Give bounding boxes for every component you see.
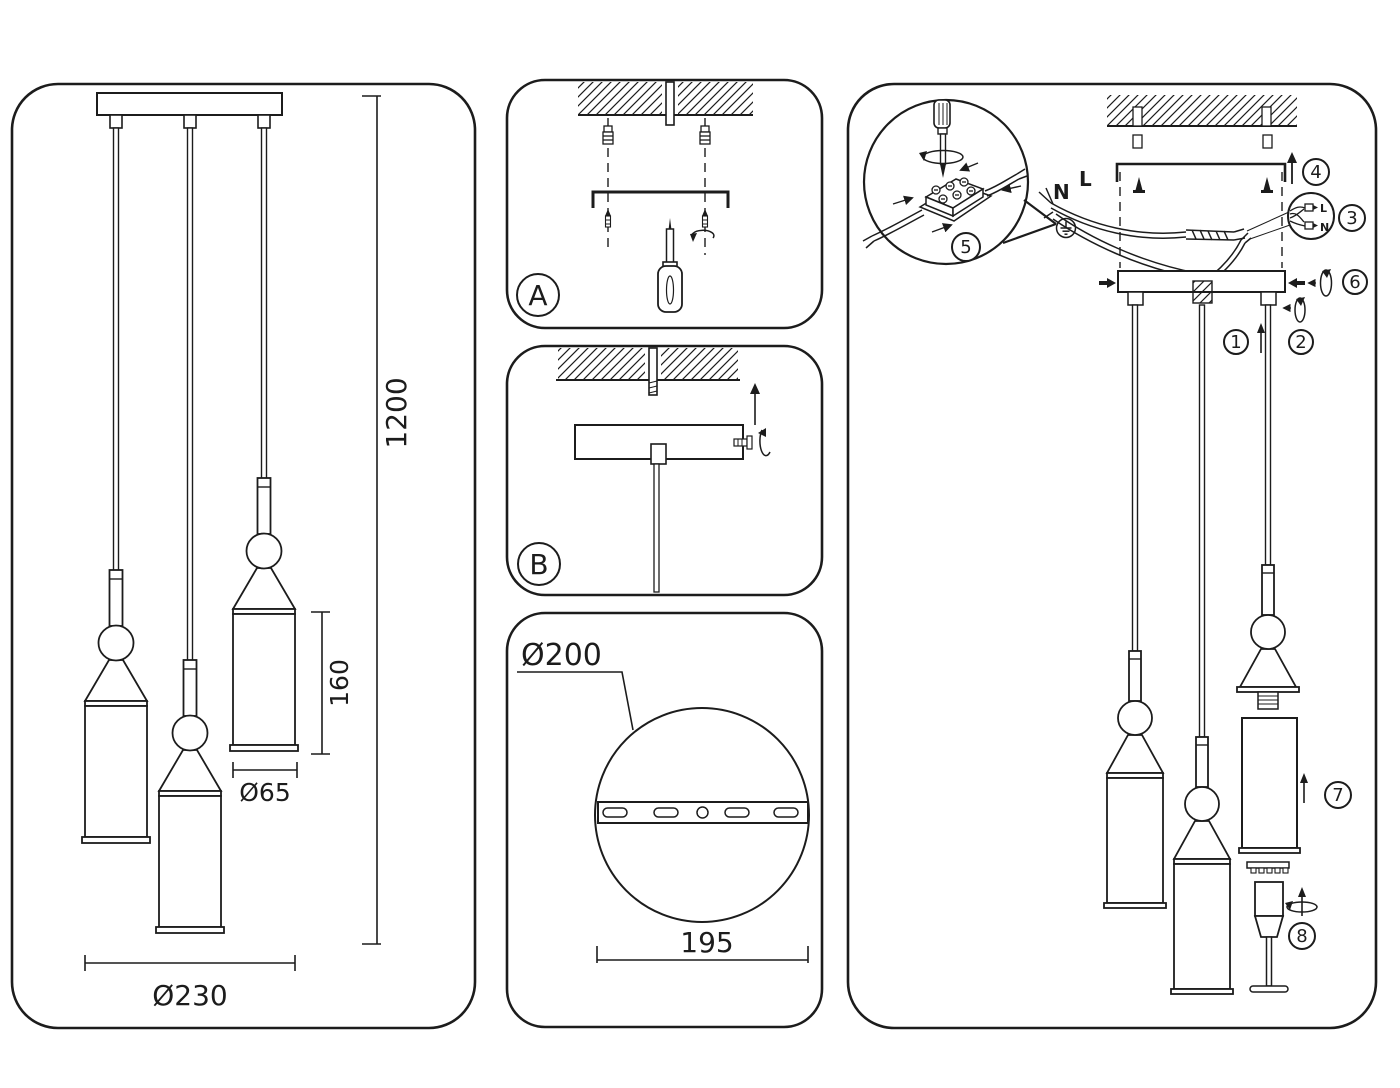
step-1-label: 1 [1230,332,1241,353]
step-6-label: 6 [1349,272,1360,293]
wire-label-neutral: N [1053,180,1070,204]
mount-bar [597,801,809,824]
wall-plug [1262,134,1273,149]
up-arrow-icon [1257,323,1265,353]
side-screw-icon [733,435,753,450]
step-8-badge [1288,922,1316,950]
threaded-nipple [1257,691,1279,710]
dim-cluster-diameter-label: Ø230 [152,979,227,1012]
leader-line [517,671,634,731]
rotate-arrow-icon [758,428,771,457]
terminal-callout: 5 [862,98,1057,266]
connector-live-label: L [1320,202,1327,215]
dim-shade-height-label: 160 [325,659,354,707]
up-arrow-icon [1287,152,1297,184]
mounting-bracket [1115,162,1287,182]
dim-shade-diameter: Ø65 [232,762,298,807]
terminal-block [918,177,993,222]
bulb [1249,881,1289,993]
screwdriver-icon [933,99,951,178]
shade-cylinder [1241,717,1298,849]
connector-callout: L N [1287,192,1335,240]
step-b-badge [517,542,561,586]
dim-overall-height: 1200 [362,95,413,945]
step-4-label: 4 [1310,162,1321,183]
anchor-bolt [665,81,675,126]
screw [1135,177,1143,192]
wall-plug [1132,134,1143,149]
dim-mount-width: 195 [596,926,809,963]
cord-gland [1260,291,1277,306]
cord-gland [1127,291,1144,306]
screw [701,209,709,228]
cord [112,127,120,572]
up-arrow-icon [750,383,760,425]
lamp-holder-ring [1246,861,1290,874]
step-a-label: A [528,279,547,312]
step-a-badge [516,273,560,317]
pendant-exploded [1236,564,1301,993]
panel-step-a: A [505,78,824,330]
step-1-badge [1223,329,1249,355]
step-2-badge [1288,329,1314,355]
screwdriver-icon [657,218,683,313]
rotate-arrow-icon [919,149,964,165]
side-screw-arrow [1288,278,1305,288]
cord [653,463,660,593]
step-3-label: 3 [1346,208,1357,229]
cord [186,127,194,662]
mounting-bracket [591,190,730,208]
pendant-assembled [1103,650,1167,909]
dim-shade-height: 160 [311,611,354,755]
panel-dimensions: 1200 160 Ø65 Ø230 [10,82,477,1030]
leader-lines [1246,211,1291,240]
step-5-label: 5 [960,237,971,258]
rotate-up-icon [1285,887,1318,916]
rotate-arrow-icon [1319,269,1333,297]
step-5-badge [951,232,981,262]
step-2-label: 2 [1295,332,1306,353]
cord [1131,304,1139,652]
wall-plug [699,125,711,145]
insert-arrows [892,162,1022,233]
ceiling-plate [96,92,283,116]
pendant-right [229,477,299,752]
step-6-badge [1342,269,1368,295]
step-8-label: 8 [1296,926,1307,947]
step-b-label: B [529,548,548,581]
wire-label-live: L [1079,167,1092,191]
step-3-badge [1338,204,1366,232]
step-4-badge [1302,158,1330,186]
plate-width-label: 195 [680,926,733,959]
pendant-left [81,569,151,844]
cord [1198,304,1206,738]
cable-gland-nut [1192,280,1213,304]
dim-shade-diameter-label: Ø65 [239,778,291,807]
panel-assembly: 4 [846,82,1378,1030]
pendant-middle [155,659,225,934]
cord [1264,304,1272,566]
dim-height-label: 1200 [380,377,413,448]
rotate-arrow-icon [690,229,715,242]
dim-cluster-diameter: Ø230 [84,955,296,1012]
step-7-label: 7 [1332,785,1343,806]
screw [1263,177,1271,192]
panel-plate: Ø200 195 [505,611,824,1029]
wall-plug [602,125,614,145]
panel-step-b: B [505,344,824,597]
threaded-rod [648,347,658,396]
step-7-badge [1324,781,1352,809]
plate-diameter-label: Ø200 [521,638,602,673]
rotate-arrow-icon [1294,297,1306,323]
side-screw-arrow [1099,278,1116,288]
up-arrow-icon [1300,773,1308,803]
pendant-assembled [1170,736,1234,995]
screw [604,209,612,228]
connector-neutral-label: N [1320,221,1329,234]
cord [260,127,268,480]
